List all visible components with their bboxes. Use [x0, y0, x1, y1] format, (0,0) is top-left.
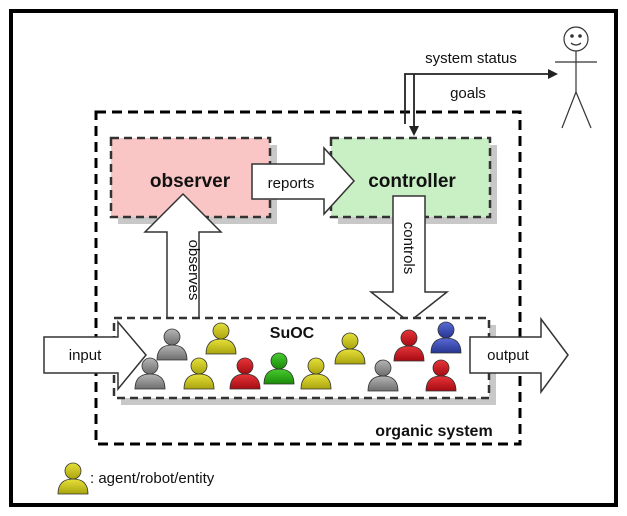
organic-system-boundary	[94, 110, 522, 446]
agent-gray-2	[134, 357, 166, 390]
output-label: output	[487, 347, 530, 364]
goals-arrowhead	[409, 126, 419, 136]
legend-agent-icon	[57, 462, 89, 495]
agent-yellow-4	[334, 332, 366, 365]
controller-label: controller	[368, 171, 456, 192]
organic-system-label: organic system	[375, 423, 492, 440]
system-status-arrow	[404, 73, 548, 124]
agent-yellow-1	[205, 322, 237, 355]
legend-agent-figure	[57, 462, 89, 495]
controls-arrow	[368, 195, 450, 323]
agent-yellow-3	[300, 357, 332, 390]
agent-gray-1	[156, 328, 188, 361]
agent-red-1	[229, 357, 261, 390]
goals-label: goals	[450, 85, 486, 102]
controls-label: controls	[400, 222, 417, 275]
suoc-label: SuOC	[270, 325, 315, 342]
agent-red-2	[393, 329, 425, 362]
input-label: input	[69, 347, 102, 364]
input-arrow	[43, 319, 147, 392]
reports-arrow	[251, 146, 356, 216]
system-status-label: system status	[425, 50, 517, 67]
agent-green-1	[263, 352, 295, 385]
system-status-arrowhead	[548, 69, 558, 79]
stick-figure-icon	[555, 26, 597, 129]
agent-gray-3	[367, 359, 399, 392]
outer-frame	[9, 9, 618, 507]
agent-red-3	[425, 359, 457, 392]
agent-blue-1	[430, 321, 462, 354]
observes-label: observes	[185, 240, 202, 301]
legend-label: : agent/robot/entity	[90, 470, 215, 487]
output-arrow	[469, 316, 569, 395]
agent-yellow-2	[183, 357, 215, 390]
observes-arrow	[143, 192, 223, 323]
reports-label: reports	[268, 175, 315, 192]
observer-label: observer	[150, 171, 231, 192]
agent-group	[134, 321, 462, 392]
